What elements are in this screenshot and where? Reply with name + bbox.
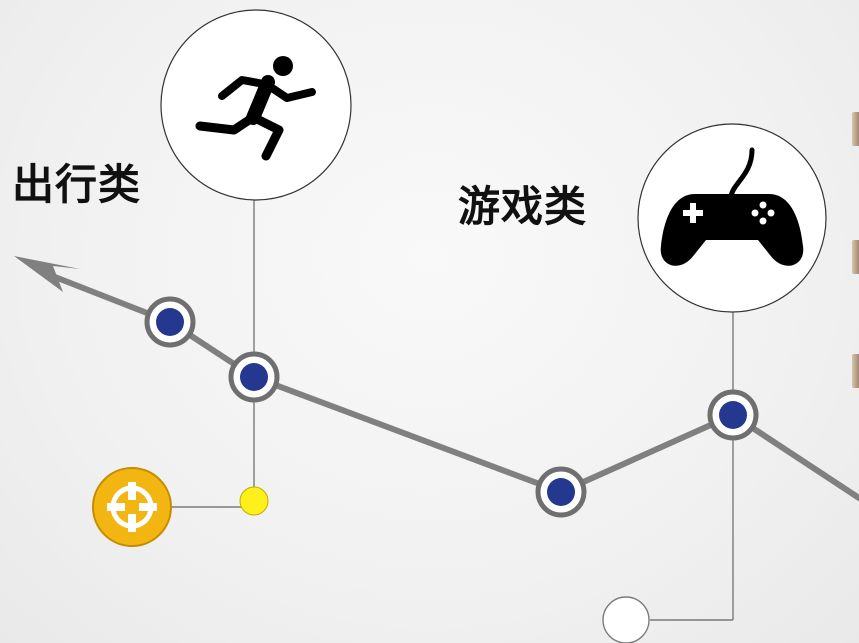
running-person-icon <box>160 9 352 201</box>
yellow-dot <box>239 486 269 516</box>
arrow-head-icon <box>14 256 80 292</box>
gamepad-icon <box>637 123 827 313</box>
node-4 <box>707 389 759 441</box>
empty-node <box>602 596 650 643</box>
node-1 <box>144 296 196 348</box>
edge-tab-2 <box>852 240 859 274</box>
category-label-travel: 出行类 <box>12 160 142 209</box>
node-2 <box>228 351 280 403</box>
category-label-games: 游戏类 <box>458 182 588 231</box>
edge-tab-1 <box>852 112 859 146</box>
edge-tab-3 <box>852 354 859 388</box>
target-icon <box>92 467 172 547</box>
node-3 <box>535 466 587 518</box>
